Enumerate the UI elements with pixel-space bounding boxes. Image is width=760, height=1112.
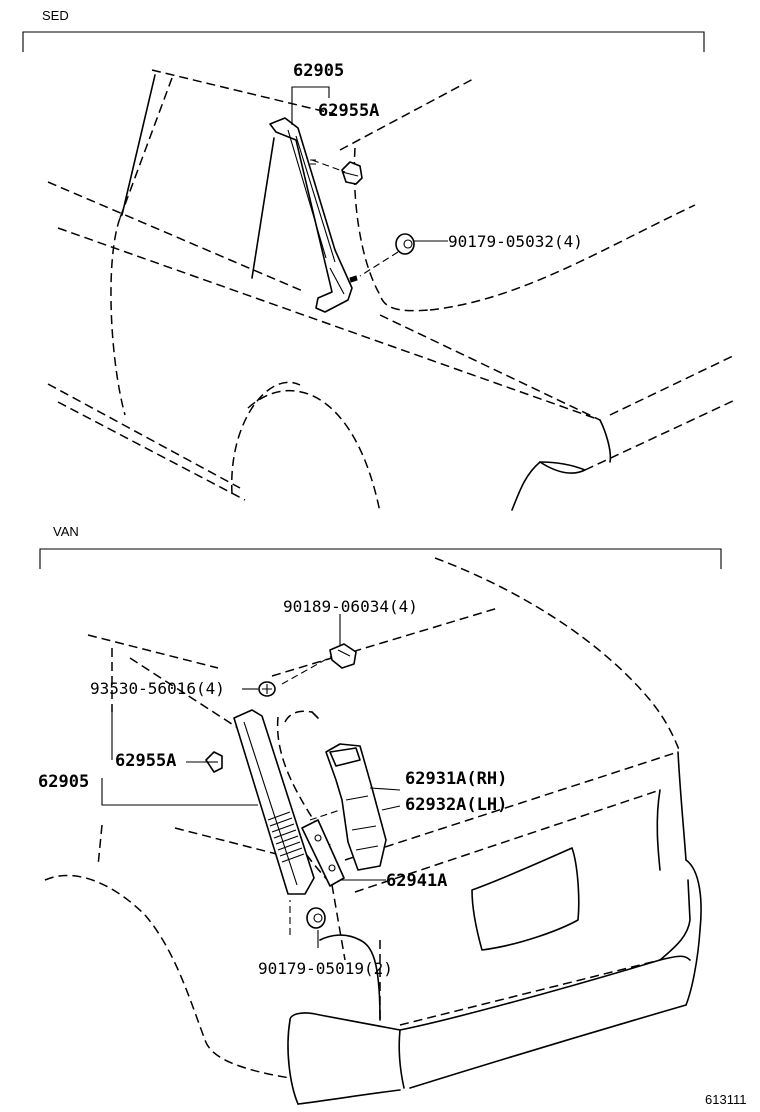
van-nut-callout: 90179-05019(2) <box>258 959 393 978</box>
van-clip-callout: 62955A <box>115 751 176 771</box>
sed-body-outline <box>47 69 736 513</box>
van-bracket-rh-callout: 62931A(RH) <box>405 769 507 789</box>
sed-clip-part <box>341 161 363 185</box>
sed-section-label: SED <box>42 8 69 23</box>
sed-clip-leader <box>311 159 346 173</box>
van-section-label: VAN <box>53 524 79 539</box>
van-section-bracket <box>39 548 722 569</box>
van-screw-dash-leader <box>281 655 333 685</box>
van-bracket-part <box>325 743 387 871</box>
van-screw-part <box>258 681 276 697</box>
sed-nut-part <box>395 233 415 255</box>
van-bracket-dash-leader <box>309 809 341 821</box>
sed-clip-callout: 62955A <box>318 101 379 121</box>
diagram-ref-number: 613111 <box>705 1092 746 1107</box>
van-molding-lower-leader <box>101 778 258 806</box>
sed-nut-dash-leader <box>359 251 399 277</box>
van-molding-part <box>233 709 315 895</box>
van-bracket-lh-callout: 62932A(LH) <box>405 795 507 815</box>
van-molding-callout: 62905 <box>38 772 89 792</box>
van-upper-clip-part <box>329 643 357 669</box>
van-plate-part <box>301 819 345 887</box>
sed-molding-callout: 62905 <box>293 61 344 81</box>
van-section: VAN <box>38 524 722 1105</box>
van-body-outline <box>44 557 702 1105</box>
van-nut-part <box>306 907 326 929</box>
van-screw-callout: 93530-56016(4) <box>90 679 225 698</box>
sed-molding-part <box>269 117 358 313</box>
van-plate-callout: 62941A <box>386 871 447 891</box>
sed-section: SED <box>22 8 736 513</box>
sed-nut-callout: 90179-05032(4) <box>448 232 583 251</box>
van-upper-clip-callout: 90189-06034(4) <box>283 597 418 616</box>
van-bracket-leader <box>369 787 401 811</box>
van-clip-part <box>204 751 223 773</box>
sed-molding-leader <box>291 86 330 125</box>
sed-section-bracket <box>22 31 705 52</box>
